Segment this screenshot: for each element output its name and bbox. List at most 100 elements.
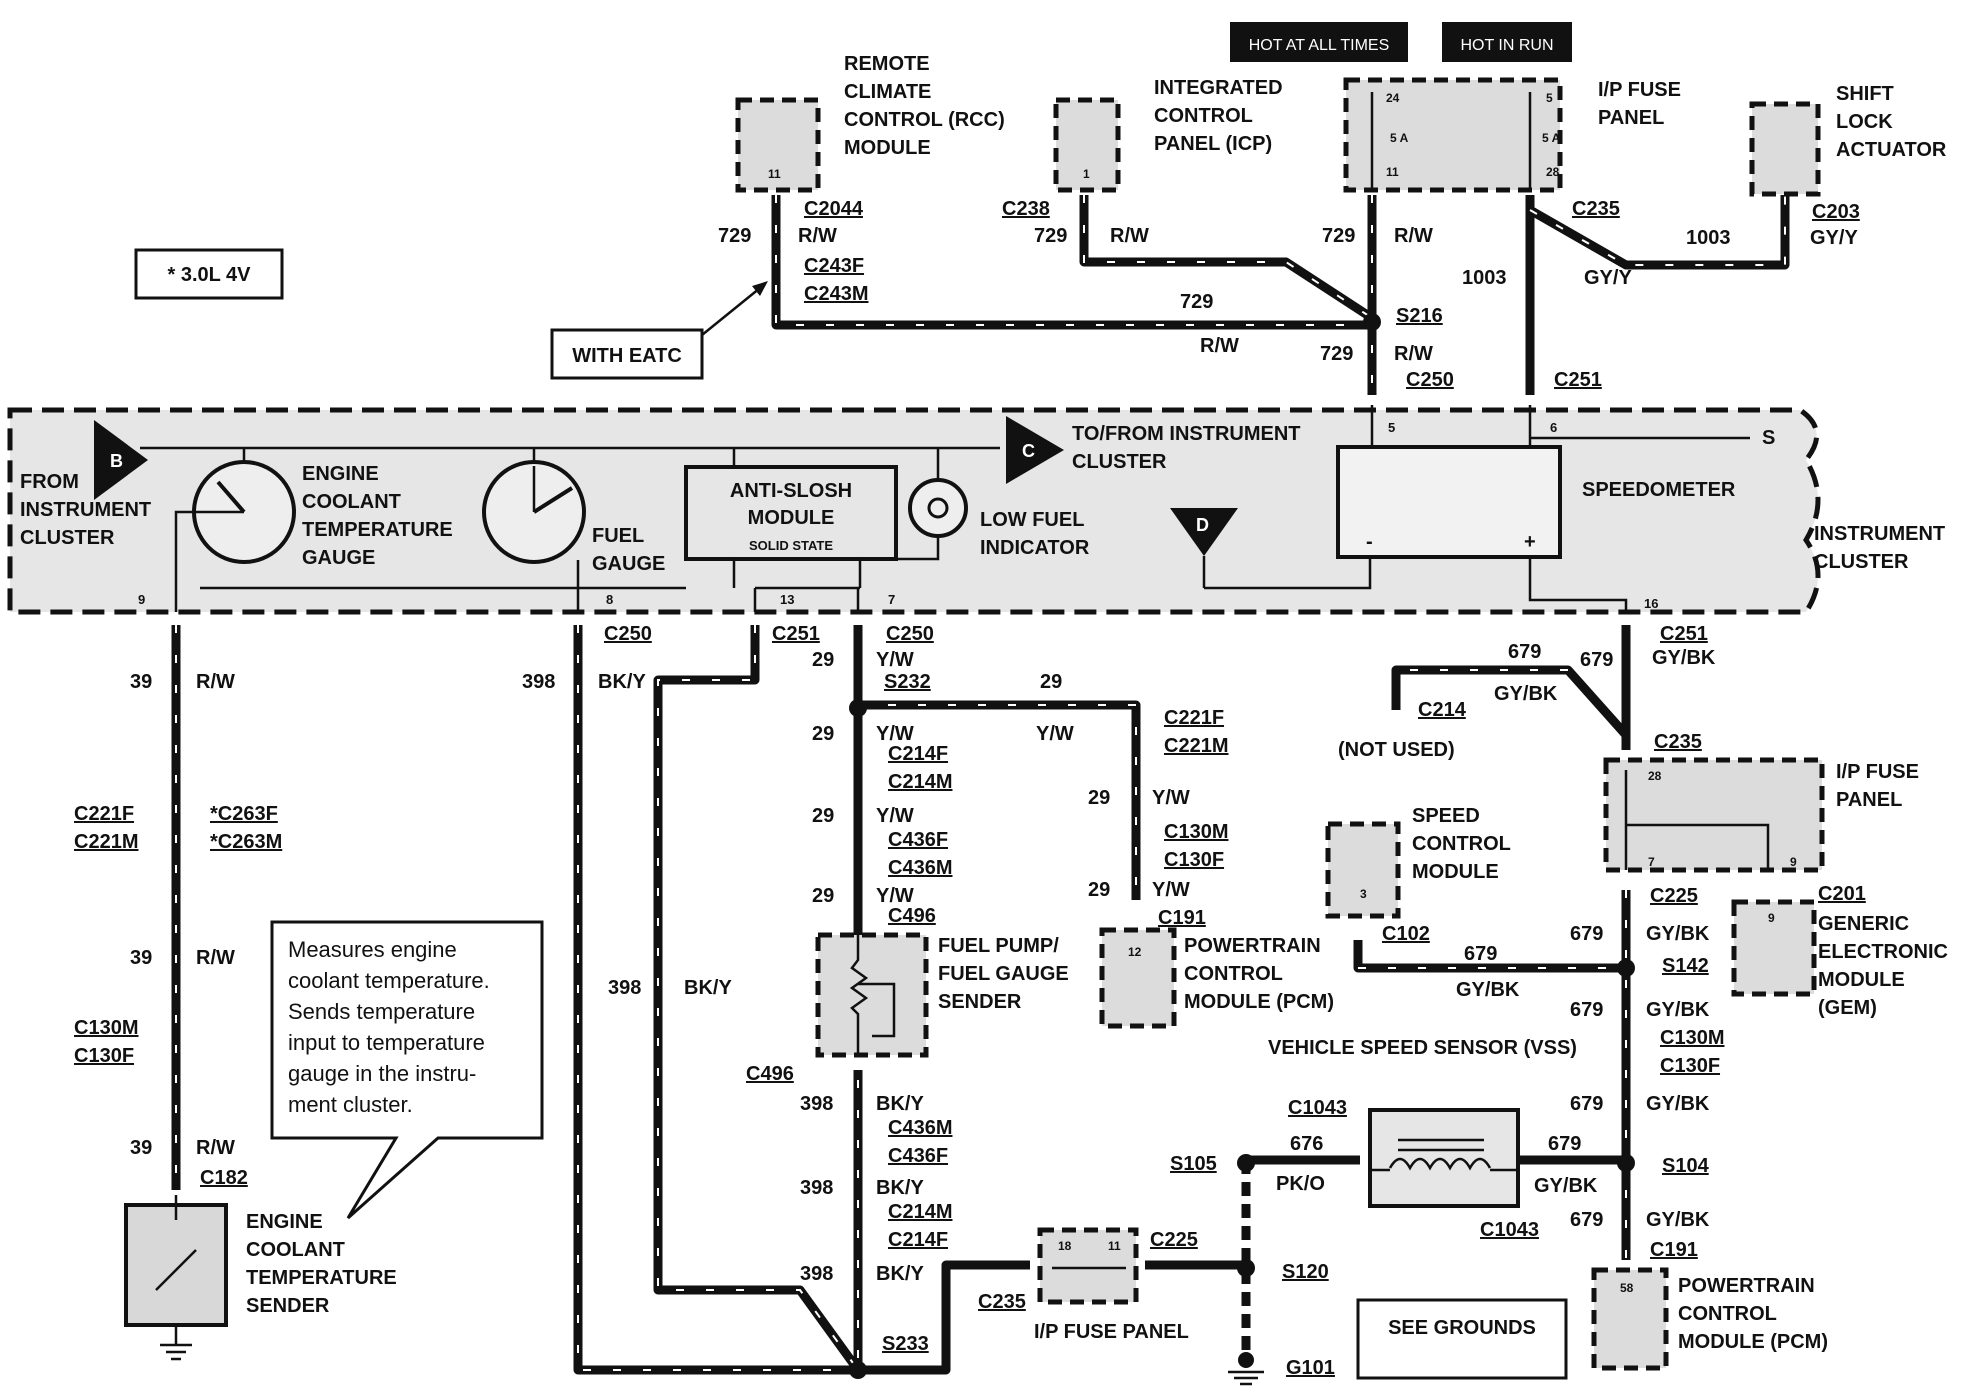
wire-label: C221F bbox=[74, 803, 134, 825]
wire-stripe bbox=[858, 704, 1137, 900]
svg-text:(GEM): (GEM) bbox=[1818, 997, 1877, 1019]
svg-text:SEE GROUNDS: SEE GROUNDS bbox=[1388, 1317, 1536, 1339]
wire-label: 39 bbox=[130, 671, 152, 693]
wire-label: C238 bbox=[1002, 198, 1050, 220]
wire-label: 29 bbox=[1088, 879, 1110, 901]
svg-text:INSTRUMENT: INSTRUMENT bbox=[20, 499, 151, 521]
wire-label: GY/Y bbox=[1584, 267, 1632, 289]
svg-text:11: 11 bbox=[1108, 1239, 1121, 1253]
marker-d: D bbox=[1170, 508, 1238, 556]
svg-text:CONTROL: CONTROL bbox=[1412, 833, 1511, 855]
wire-label: C2044 bbox=[804, 198, 864, 220]
svg-text:COOLANT: COOLANT bbox=[302, 491, 401, 513]
wire-label: R/W bbox=[1394, 343, 1433, 365]
wire-label: C201 bbox=[1818, 883, 1866, 905]
marker-b: B bbox=[94, 420, 148, 500]
wire-label: C221F bbox=[1164, 707, 1224, 729]
svg-text:GAUGE: GAUGE bbox=[592, 553, 665, 575]
ip-fuse-panel-right bbox=[1603, 757, 1825, 873]
wire-label: 729 bbox=[718, 225, 751, 247]
wire-label: 729 bbox=[1180, 291, 1213, 313]
wire-label: GY/BK bbox=[1494, 683, 1558, 705]
svg-text:GAUGE: GAUGE bbox=[302, 547, 375, 569]
ground-g101-symbol bbox=[1228, 1352, 1264, 1386]
svg-text:MODULE: MODULE bbox=[1818, 969, 1905, 991]
svg-text:12: 12 bbox=[1128, 945, 1142, 959]
svg-text:SPEEDOMETER: SPEEDOMETER bbox=[1582, 479, 1736, 501]
wire-label: C130M bbox=[1660, 1027, 1724, 1049]
svg-text:FUEL GAUGE: FUEL GAUGE bbox=[938, 963, 1069, 985]
wire-label: GY/BK bbox=[1652, 647, 1716, 669]
ect-sender bbox=[124, 1203, 228, 1327]
wire-label: C250 bbox=[604, 623, 652, 645]
wire-label: 679 bbox=[1548, 1133, 1581, 1155]
wire-label: 729 bbox=[1322, 225, 1355, 247]
svg-text:I/P FUSE PANEL: I/P FUSE PANEL bbox=[1034, 1321, 1189, 1343]
svg-text:GENERIC: GENERIC bbox=[1818, 913, 1909, 935]
wire-label: C221M bbox=[74, 831, 138, 853]
svg-text:COOLANT: COOLANT bbox=[246, 1239, 345, 1261]
svg-text:28: 28 bbox=[1546, 165, 1560, 179]
wire-label: 39 bbox=[130, 947, 152, 969]
wire-label: Y/W bbox=[1152, 787, 1190, 809]
wire-stripe bbox=[657, 625, 859, 1371]
svg-text:11: 11 bbox=[768, 167, 781, 181]
splices bbox=[849, 313, 1635, 1379]
icp-module bbox=[1053, 97, 1121, 193]
svg-text:MODULE: MODULE bbox=[748, 507, 835, 529]
wire-label: GY/BK bbox=[1646, 923, 1710, 945]
wire-label: C203 bbox=[1812, 201, 1860, 223]
svg-text:MODULE (PCM): MODULE (PCM) bbox=[1184, 991, 1334, 1013]
wire-label: 729 bbox=[1320, 343, 1353, 365]
wire-label: S232 bbox=[884, 671, 931, 693]
wire-label: 729 bbox=[1034, 225, 1067, 247]
fuel-gauge-symbol bbox=[482, 460, 586, 564]
svg-text:SOLID STATE: SOLID STATE bbox=[749, 538, 833, 553]
wire-label: C243M bbox=[804, 283, 868, 305]
svg-text:C: C bbox=[1022, 441, 1035, 461]
svg-text:gauge in the instru-: gauge in the instru- bbox=[288, 1061, 476, 1086]
wire-label: 398 bbox=[800, 1263, 833, 1285]
svg-text:3: 3 bbox=[1360, 887, 1367, 901]
svg-text:SENDER: SENDER bbox=[246, 1295, 330, 1317]
svg-text:D: D bbox=[1196, 515, 1209, 535]
svg-text:SENDER: SENDER bbox=[938, 991, 1022, 1013]
svg-text:FROM: FROM bbox=[20, 471, 79, 493]
low-fuel-indicator-symbol bbox=[908, 478, 968, 538]
svg-text:9: 9 bbox=[1790, 855, 1797, 869]
wire-label: C1043 bbox=[1480, 1219, 1539, 1241]
shift-lock-actuator bbox=[1749, 101, 1821, 197]
wire-label: C191 bbox=[1158, 907, 1206, 929]
wire-label: *C263F bbox=[210, 803, 278, 825]
svg-text:58: 58 bbox=[1620, 1281, 1634, 1295]
svg-text:I/P FUSE: I/P FUSE bbox=[1598, 79, 1681, 101]
hot-in-run-banner: HOT IN RUN bbox=[1442, 22, 1572, 62]
svg-text:* 3.0L 4V: * 3.0L 4V bbox=[167, 264, 251, 286]
marker-c: C bbox=[1006, 416, 1064, 484]
svg-text:7: 7 bbox=[1648, 855, 1655, 869]
wire-label: Y/W bbox=[876, 649, 914, 671]
svg-text:CONTROL: CONTROL bbox=[1154, 105, 1253, 127]
with-eatc-box: WITH EATC bbox=[550, 281, 768, 380]
svg-text:coolant temperature.: coolant temperature. bbox=[288, 968, 490, 993]
wire-label: 679 bbox=[1570, 999, 1603, 1021]
rcc-module bbox=[735, 97, 821, 193]
wire-label: C251 bbox=[772, 623, 820, 645]
svg-text:+: + bbox=[1524, 531, 1536, 553]
wire-label: C130F bbox=[1660, 1055, 1720, 1077]
wire-label: Y/W bbox=[1152, 879, 1190, 901]
wire-label: BK/Y bbox=[876, 1177, 924, 1199]
svg-text:13: 13 bbox=[780, 592, 794, 607]
wire-label: S104 bbox=[1662, 1155, 1710, 1177]
wire-label: C436M bbox=[888, 1117, 952, 1139]
wire-label: 29 bbox=[812, 723, 834, 745]
svg-text:TEMPERATURE: TEMPERATURE bbox=[302, 519, 453, 541]
anti-slosh-module bbox=[684, 465, 898, 561]
wire-label: R/W bbox=[1394, 225, 1433, 247]
wire-label: C214 bbox=[1418, 699, 1467, 721]
wire-label: C251 bbox=[1554, 369, 1602, 391]
wire-label: BK/Y bbox=[876, 1263, 924, 1285]
see-grounds-box: SEE GROUNDS bbox=[1356, 1298, 1568, 1380]
wire-label: G101 bbox=[1286, 1357, 1335, 1379]
